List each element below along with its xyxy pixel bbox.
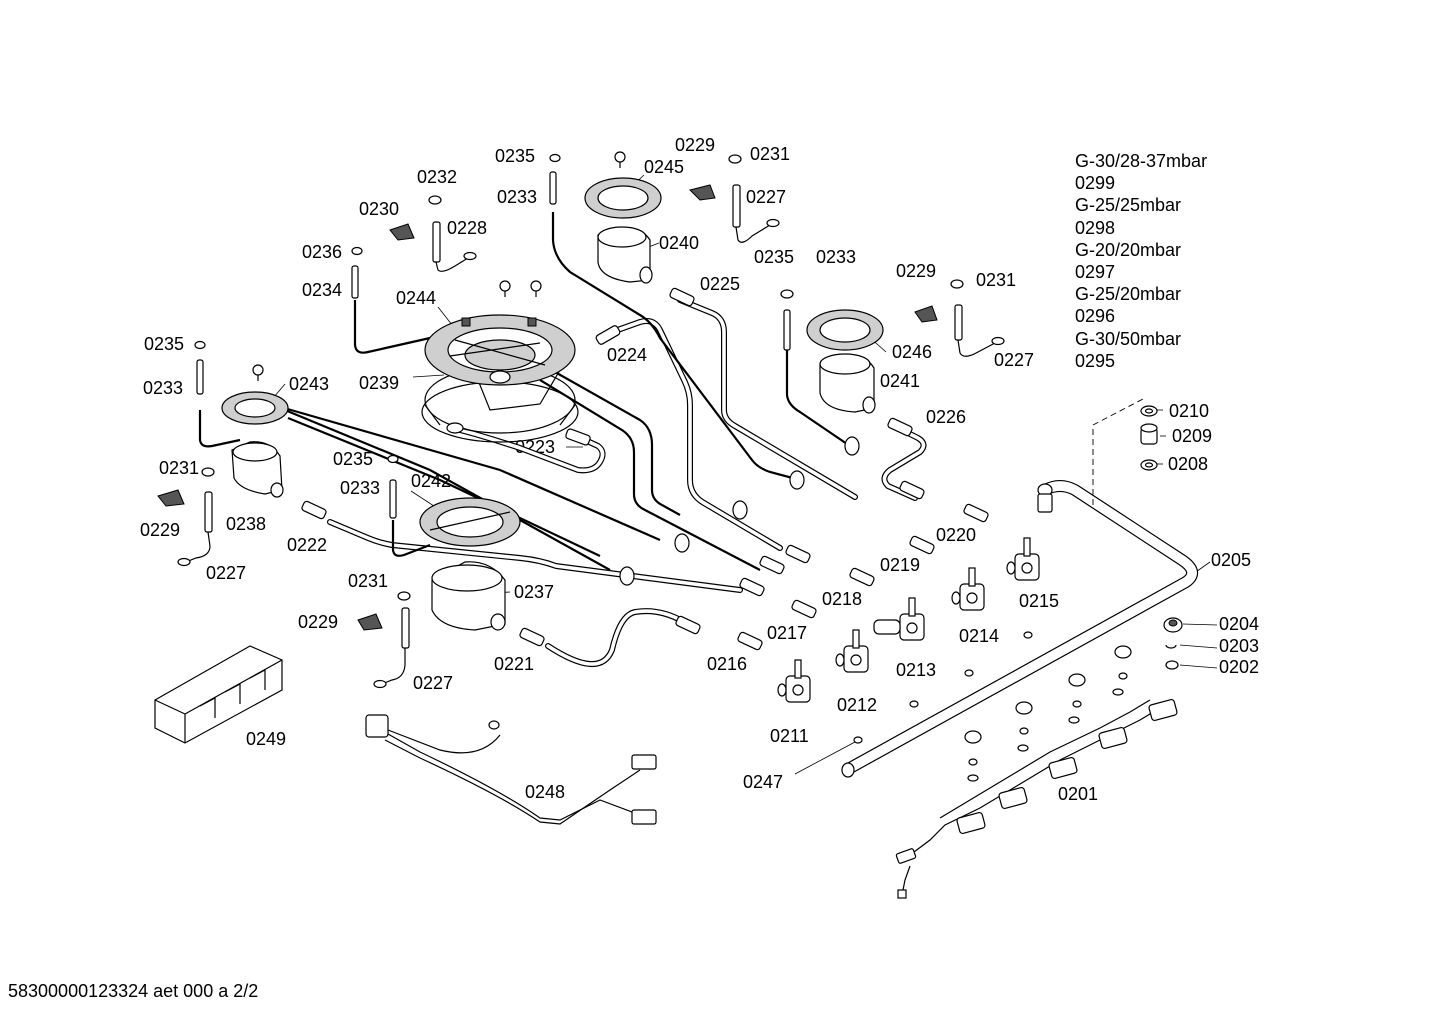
label-0236: 0236 <box>302 242 342 262</box>
label-0235-b: 0235 <box>754 247 794 267</box>
label-0205: 0205 <box>1211 550 1251 570</box>
label-0243: 0243 <box>289 374 329 394</box>
burner-0241 <box>806 309 884 414</box>
label-0231-d: 0231 <box>348 571 388 591</box>
label-0237: 0237 <box>514 582 554 602</box>
label-0215: 0215 <box>1019 591 1059 611</box>
label-0231-b: 0231 <box>976 270 1016 290</box>
label-0226: 0226 <box>926 407 966 427</box>
label-0204: 0204 <box>1219 614 1259 634</box>
label-0231-a: 0231 <box>750 144 790 164</box>
label-0230: 0230 <box>359 199 399 219</box>
label-0233-c: 0233 <box>143 378 183 398</box>
label-0233-b: 0233 <box>816 247 856 267</box>
ignition-module-0249 <box>154 645 283 744</box>
fittings-0208-0209-0210 <box>1140 405 1158 471</box>
burner-0237 <box>419 497 521 631</box>
label-0227-b: 0227 <box>994 350 1034 370</box>
label-0244: 0244 <box>396 288 436 308</box>
label-0201: 0201 <box>1058 784 1098 804</box>
gas-part-number: 0296 <box>1075 306 1116 327</box>
gas-manifold-0205 <box>841 397 1198 778</box>
label-0233-d: 0233 <box>340 478 380 498</box>
gas-part-number: 0295 <box>1075 350 1116 371</box>
label-0234: 0234 <box>302 280 342 300</box>
burner-screws <box>252 151 626 381</box>
gas-type: G-20/20mbar <box>1075 239 1182 260</box>
label-0209: 0209 <box>1172 426 1212 446</box>
part-number-labels: 0235 0229 0231 0245 0233 0227 0232 0230 … <box>140 135 1259 804</box>
label-0227-c: 0227 <box>206 563 246 583</box>
label-0211: 0211 <box>770 726 809 746</box>
label-0221: 0221 <box>494 654 534 674</box>
label-0213: 0213 <box>896 660 936 680</box>
label-0238: 0238 <box>226 514 266 534</box>
gas-type: G-25/20mbar <box>1075 284 1182 305</box>
label-0232: 0232 <box>417 167 457 187</box>
label-0227-d: 0227 <box>413 673 453 693</box>
label-0210: 0210 <box>1169 401 1209 421</box>
label-0217: 0217 <box>767 623 807 643</box>
label-0229-d: 0229 <box>298 612 338 632</box>
label-0239: 0239 <box>359 373 399 393</box>
label-0248: 0248 <box>525 782 565 802</box>
label-0228: 0228 <box>447 218 487 238</box>
label-0229-a: 0229 <box>675 135 715 155</box>
document-footer-id: 58300000123324 aet 000 a 2/2 <box>8 981 259 1001</box>
label-0208: 0208 <box>1168 454 1208 474</box>
label-0245: 0245 <box>644 157 684 177</box>
label-0216: 0216 <box>707 654 747 674</box>
label-0225: 0225 <box>700 274 740 294</box>
ignition-switch-harness-0201 <box>895 698 1178 899</box>
gas-type: G-30/50mbar <box>1075 328 1182 349</box>
label-0235-a: 0235 <box>495 146 535 166</box>
gas-variant-list: G-30/28-37mbar 0299 G-25/25mbar 0298 G-2… <box>1075 150 1207 372</box>
label-0220: 0220 <box>936 525 976 545</box>
label-0240: 0240 <box>659 233 699 253</box>
large-burner-0239-0244 <box>421 314 579 443</box>
wire-harness-0248 <box>365 714 657 825</box>
label-0247: 0247 <box>743 772 783 792</box>
gas-type: G-30/28-37mbar <box>1075 151 1208 171</box>
gas-type: G-25/25mbar <box>1075 195 1182 216</box>
label-0203: 0203 <box>1219 636 1259 656</box>
gas-part-number: 0298 <box>1075 217 1116 238</box>
label-0233-a: 0233 <box>497 187 537 207</box>
burner-0238 <box>221 391 289 498</box>
label-0214: 0214 <box>959 626 999 646</box>
label-0231-c: 0231 <box>159 458 199 478</box>
burner-0240 <box>584 177 662 284</box>
label-0235-d: 0235 <box>333 449 373 469</box>
label-0222: 0222 <box>287 535 327 555</box>
label-0227-a: 0227 <box>746 187 786 207</box>
probes <box>177 171 1005 689</box>
gas-part-number: 0297 <box>1075 262 1116 283</box>
label-0224: 0224 <box>607 345 647 365</box>
label-0212: 0212 <box>837 695 877 715</box>
spring-clips <box>157 184 938 631</box>
label-0241: 0241 <box>880 371 920 391</box>
label-0229-b: 0229 <box>896 261 936 281</box>
label-0229-c: 0229 <box>140 520 180 540</box>
injector-fittings <box>301 287 989 651</box>
gas-pipes <box>198 212 927 667</box>
gas-part-number: 0299 <box>1075 173 1116 194</box>
gas-taps <box>777 537 1040 703</box>
label-0246: 0246 <box>892 342 932 362</box>
label-0219: 0219 <box>880 555 920 575</box>
label-0218: 0218 <box>822 589 862 609</box>
label-0202: 0202 <box>1219 657 1259 677</box>
label-0242: 0242 <box>411 471 451 491</box>
label-0235-c: 0235 <box>144 334 184 354</box>
knob-seals <box>853 617 1183 782</box>
label-0249: 0249 <box>246 729 286 749</box>
washers <box>194 153 964 601</box>
